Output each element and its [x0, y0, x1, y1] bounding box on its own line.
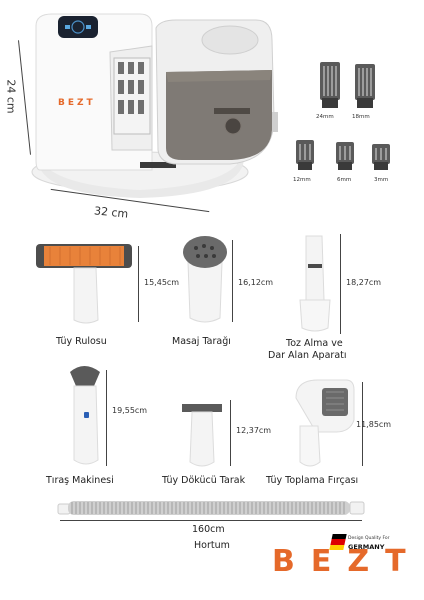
- accessory-dimension: 15,45cm: [144, 278, 180, 287]
- dimension-line: [138, 246, 139, 322]
- comb-label: 24mm: [316, 114, 334, 120]
- accessory-name-line1: Toz Alma ve: [286, 338, 343, 349]
- accessory-name: Tıraş Makinesi: [46, 475, 114, 486]
- accessory-dimension: 12,37cm: [236, 426, 272, 435]
- dimension-line: [362, 382, 363, 466]
- dimension-line: [230, 400, 231, 466]
- dimension-line: [340, 234, 341, 334]
- hose-dimension-line: [60, 520, 362, 521]
- accessory-dimension: 11,85cm: [356, 420, 392, 429]
- accessory-name-line2: Dar Alan Aparatı: [268, 350, 347, 361]
- hose-length: 160cm: [192, 524, 225, 535]
- accessory-dimension: 19,55cm: [112, 406, 148, 415]
- brand-tagline: Design Quality For: [348, 536, 390, 541]
- brand-logo-text: BEZT: [272, 544, 422, 579]
- accessory-name: Tüy Toplama Fırçası: [266, 475, 359, 486]
- dimension-line: [232, 240, 233, 322]
- dimension-line: [106, 370, 107, 466]
- accessory-name: Tüy Dökücü Tarak: [162, 475, 246, 486]
- accessory-dimension: 18,27cm: [346, 278, 382, 287]
- accessory-name: Tüy Rulosu: [56, 336, 107, 347]
- accessory-name: Masaj Tarağı: [172, 336, 231, 347]
- comb-label: 18mm: [352, 114, 370, 120]
- device-brand-text: BEZT: [58, 98, 96, 108]
- accessory-dimension: 16,12cm: [238, 278, 274, 287]
- brand-country: GERMANY: [348, 543, 385, 551]
- hose-name: Hortum: [194, 540, 230, 551]
- comb-label: 3mm: [374, 177, 389, 183]
- comb-label: 6mm: [337, 177, 352, 183]
- comb-label: 12mm: [293, 177, 311, 183]
